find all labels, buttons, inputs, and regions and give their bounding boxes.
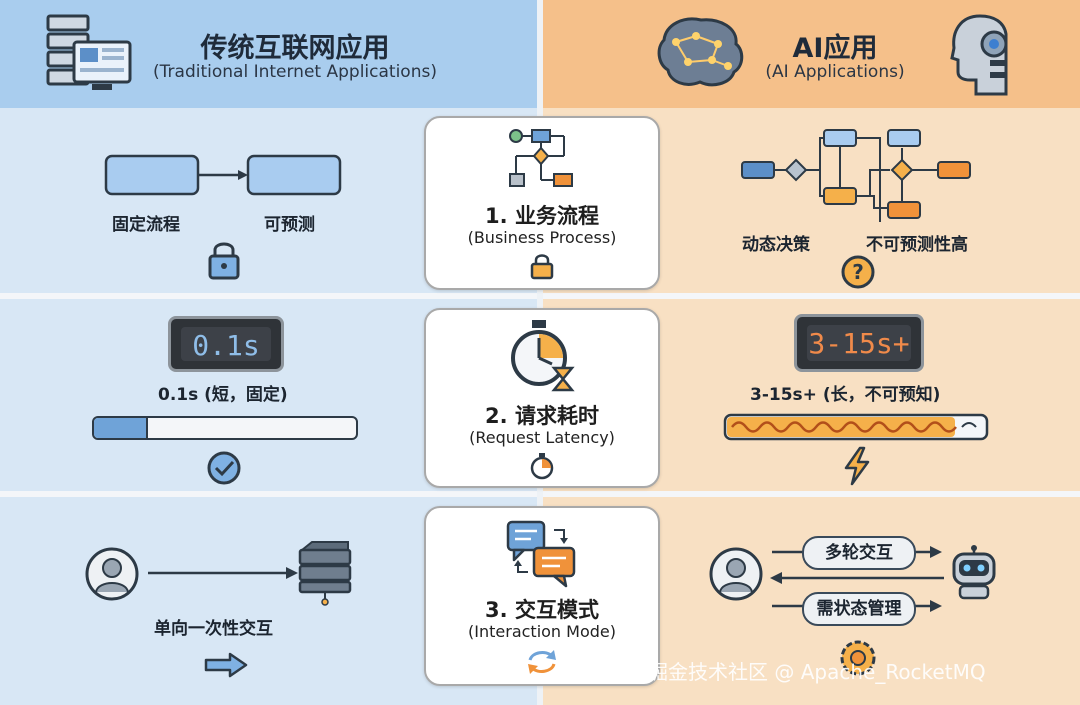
svg-text:?: ? [852, 260, 864, 284]
robot-head-icon [950, 14, 1008, 96]
checkmark-icon [207, 451, 241, 485]
unpredictable-progress-bar [723, 413, 989, 441]
user-avatar-icon [709, 547, 763, 601]
latency-display-value: 3-15s+ [807, 325, 911, 361]
timer-icon [530, 453, 554, 480]
latency-progress-fill [94, 418, 149, 438]
interaction-mode-subtitle: (Interaction Mode) [468, 622, 616, 641]
traditional-title: 传统互联网应用 [200, 33, 390, 64]
dynamic-decision-label: 动态决策 [742, 235, 810, 255]
user-avatar-icon [85, 547, 139, 601]
predictable-label: 可预测 [264, 215, 315, 235]
high-unpredictability-label: 不可预测性高 [866, 235, 968, 255]
one-shot-interaction-label: 单向一次性交互 [154, 619, 273, 639]
ai-title: AI应用 [792, 33, 878, 64]
question-icon: ? [841, 255, 875, 289]
fixed-flow-diagram [104, 154, 342, 196]
flowchart-icon [509, 129, 573, 187]
latency-display-left: 0.1s [168, 316, 284, 372]
long-latency-label: 3-15s+ (长，不可预知) [750, 385, 941, 405]
lock-icon [530, 254, 554, 280]
latency-display-right: 3-15s+ [794, 314, 924, 372]
chat-bubbles-icon [506, 520, 576, 588]
brain-gear-icon [840, 640, 876, 676]
brain-network-icon [657, 17, 744, 87]
watermark: 掘金技术社区 @ Apache_RocketMQ [648, 660, 986, 684]
request-latency-subtitle: (Request Latency) [469, 428, 615, 447]
multi-turn-pill: 多轮交互 [802, 536, 916, 570]
interaction-mode-title: 3. 交互模式 [485, 598, 599, 622]
robot-icon [952, 545, 996, 600]
fixed-process-label: 固定流程 [112, 215, 180, 235]
short-latency-label: 0.1s (短，固定) [158, 385, 288, 405]
lightning-icon [844, 446, 870, 486]
refresh-cycle-icon [528, 650, 556, 674]
ai-subtitle: (AI Applications) [765, 62, 905, 82]
latency-progress-bar [92, 416, 358, 440]
right-arrow-icon [204, 652, 248, 678]
business-process-title: 1. 业务流程 [485, 204, 599, 228]
request-latency-title: 2. 请求耗时 [485, 404, 599, 428]
business-process-subtitle: (Business Process) [467, 228, 617, 247]
latency-display-value: 0.1s [181, 327, 271, 362]
request-latency-card: 2. 请求耗时 (Request Latency) [424, 308, 660, 488]
traditional-subtitle: (Traditional Internet Applications) [153, 62, 437, 82]
business-process-card: 1. 业务流程 (Business Process) [424, 116, 660, 290]
stopwatch-hourglass-icon [511, 320, 575, 392]
server-computer-icon [46, 14, 132, 90]
state-management-pill: 需状态管理 [802, 592, 916, 626]
one-way-arrow [148, 567, 298, 579]
dynamic-flow-diagram [741, 129, 971, 222]
server-icon [298, 541, 352, 606]
interaction-mode-card: 3. 交互模式 (Interaction Mode) [424, 506, 660, 686]
lock-icon [208, 242, 240, 280]
